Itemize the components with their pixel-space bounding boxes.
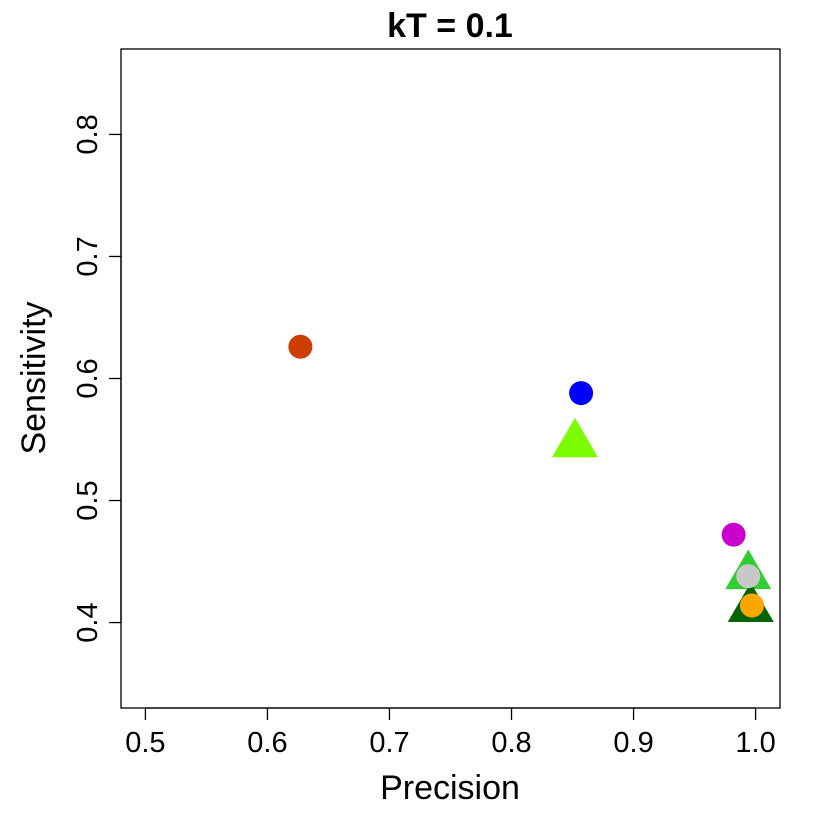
x-tick-label: 0.6	[247, 727, 287, 759]
x-tick-label: 0.9	[613, 727, 653, 759]
x-axis-label: Precision	[380, 769, 520, 807]
x-tick-label: 0.7	[369, 727, 409, 759]
y-axis-label: Sensitivity	[15, 301, 53, 454]
x-tick-label: 0.5	[125, 727, 165, 759]
y-tick-label: 0.7	[72, 236, 104, 276]
data-point-circle	[721, 522, 746, 547]
y-tick-label: 0.8	[72, 114, 104, 154]
x-tick-label: 1.0	[735, 727, 775, 759]
x-tick-label: 0.8	[491, 727, 531, 759]
data-point-circle	[739, 593, 764, 618]
data-point-circle	[569, 381, 594, 406]
chart-title: kT = 0.1	[387, 7, 513, 45]
y-axis: 0.4 0.5 0.6 0.7 0.8	[72, 114, 122, 643]
y-tick-label: 0.5	[72, 480, 104, 520]
data-point-circle	[288, 334, 313, 359]
data-points	[288, 334, 774, 623]
x-axis: 0.5 0.6 0.7 0.8 0.9 1.0	[125, 707, 776, 759]
data-point-circle	[736, 564, 761, 589]
y-tick-label: 0.4	[72, 602, 104, 642]
y-tick-label: 0.6	[72, 358, 104, 398]
data-point-triangle	[551, 417, 598, 458]
